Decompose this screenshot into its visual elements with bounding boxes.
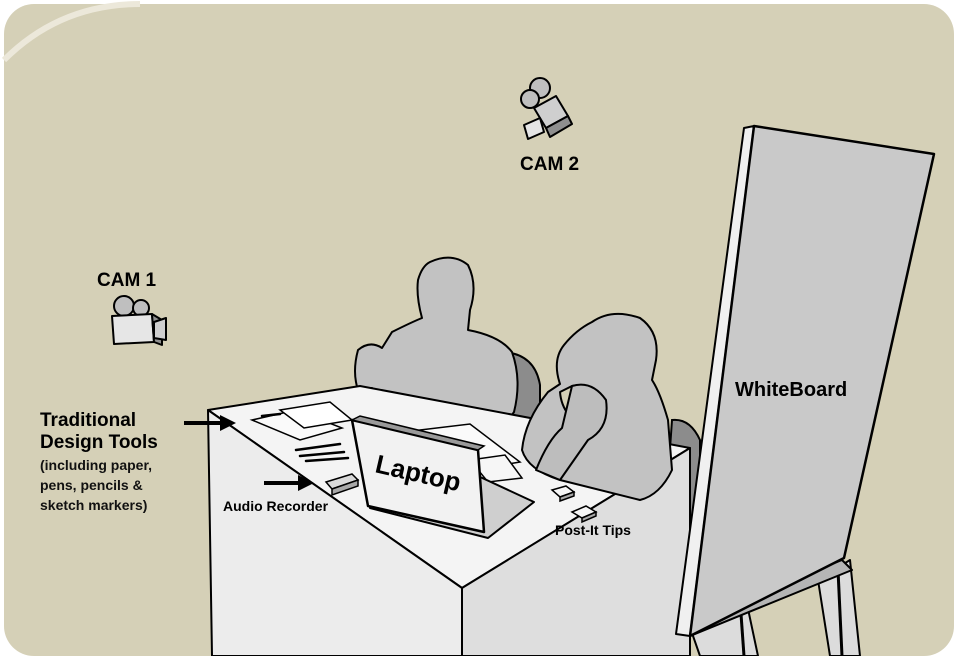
tools-note-line-2: pens, pencils &: [40, 477, 143, 493]
post-it-label: Post-It Tips: [555, 522, 631, 538]
tools-note-line-1: (including paper,: [40, 457, 152, 473]
cam2-label: CAM 2: [520, 154, 579, 175]
tools-title-line-2: Design Tools: [40, 432, 158, 453]
whiteboard-label: WhiteBoard: [735, 379, 847, 401]
tools-note-line-3: sketch markers): [40, 497, 147, 513]
tools-title-line-1: Traditional: [40, 410, 136, 431]
audio-recorder-label: Audio Recorder: [223, 498, 329, 514]
cam1-label: CAM 1: [97, 270, 157, 291]
